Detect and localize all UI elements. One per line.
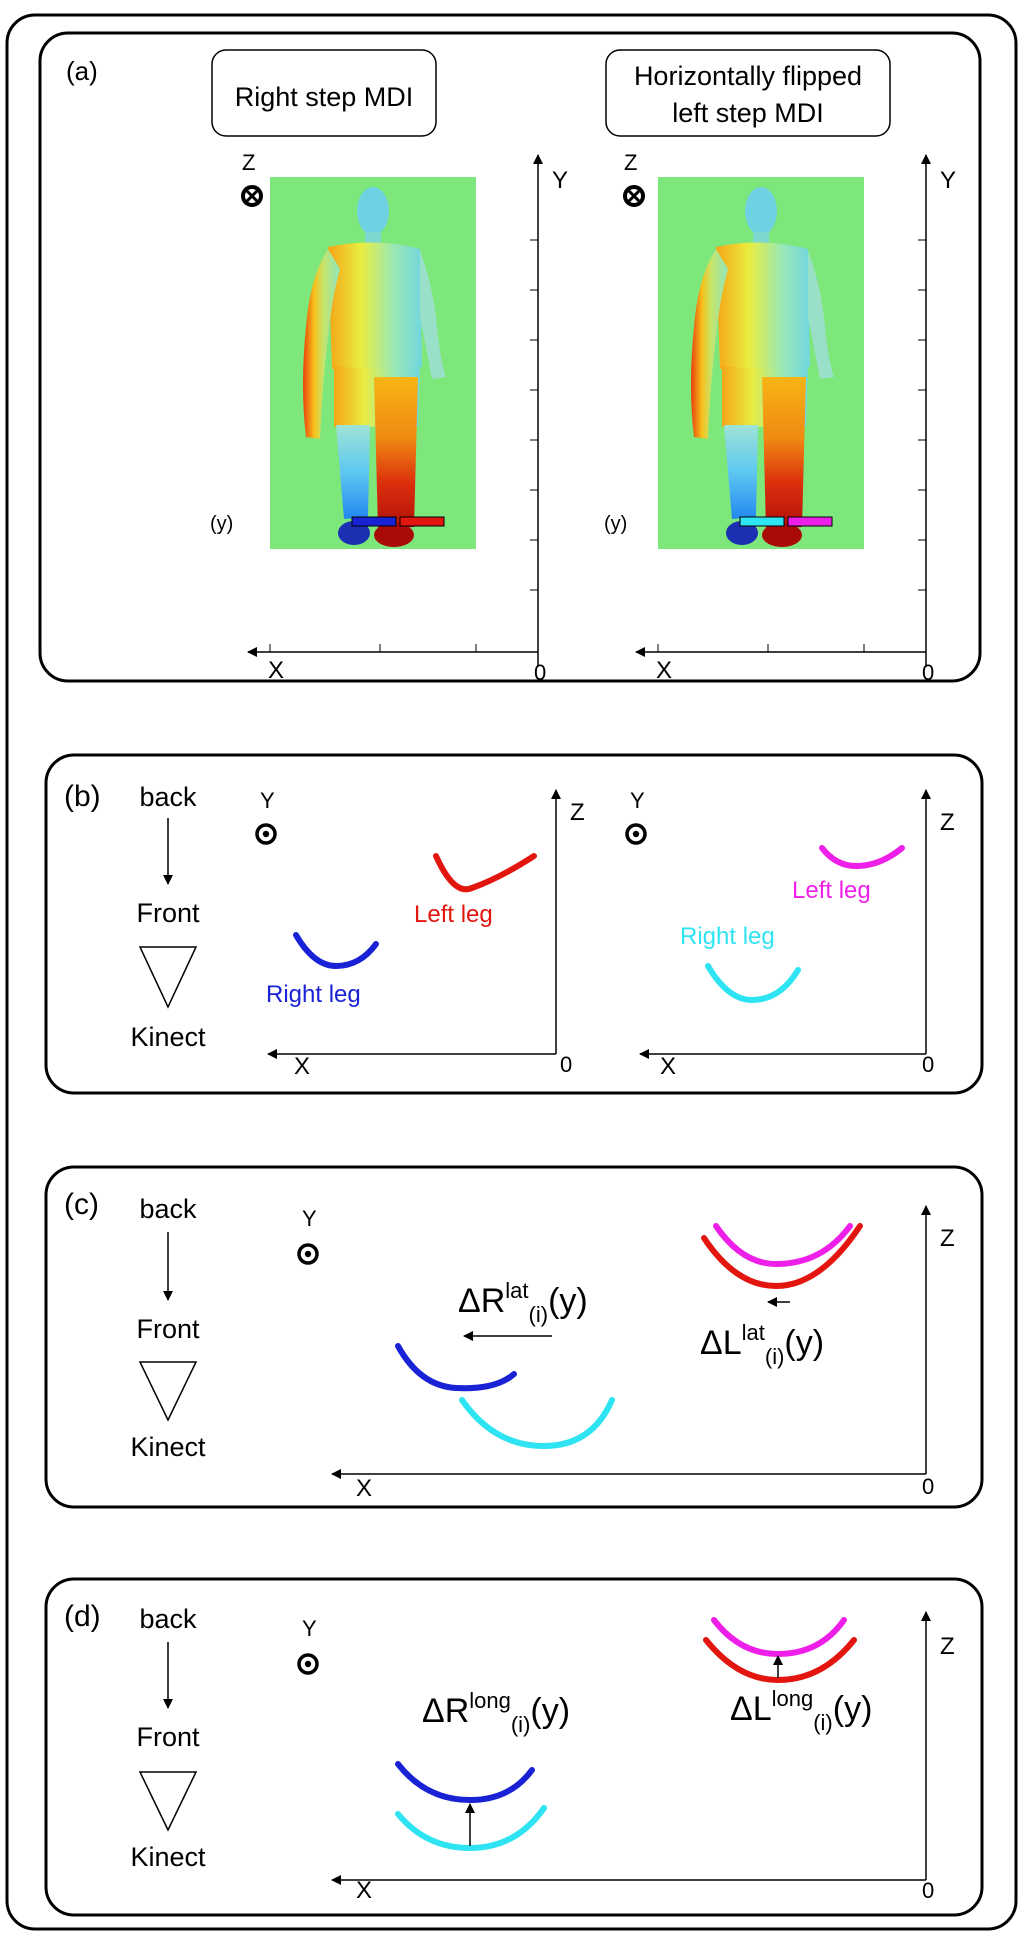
panel-d-x-label: X (356, 1877, 372, 1904)
right-leg-curve-blue (395, 1343, 517, 1392)
flipped-title-line1: Horizontally flipped (634, 61, 862, 91)
out-of-page-dot-icon (625, 823, 647, 845)
delta-r-lat-label: ΔRlat(i)(y) (458, 1278, 588, 1327)
out-of-page-dot-icon (297, 1653, 319, 1675)
left-mdi-y-ticks (530, 239, 538, 591)
panel-c-frame (44, 1165, 984, 1509)
left-leg-curve-red (433, 853, 537, 893)
left-mdi-row-marker: (y) (210, 513, 233, 535)
right-mdi-x-label: X (656, 657, 672, 684)
panel-c-label: (c) (64, 1188, 99, 1221)
kinect-triangle-icon (138, 946, 198, 1009)
into-page-cross-icon (623, 185, 645, 207)
panel-b-right-y-label: Y (630, 788, 645, 813)
flipped-left-leg-slice-marker (787, 516, 833, 527)
panel-b-front: Front (136, 898, 200, 928)
delta-r-long-label: ΔRlong(i)(y) (422, 1688, 570, 1737)
right-leg-curve-cyan (705, 963, 801, 1004)
into-page-cross-icon (241, 185, 263, 207)
right-step-title: Right step MDI (235, 82, 414, 112)
panel-a-label: (a) (66, 56, 98, 86)
left-mdi-x-ticks (269, 644, 477, 652)
left-leg-curve-red (701, 1223, 863, 1290)
right-leg-label-cyan: Right leg (680, 923, 775, 950)
left-leg-slice-marker (399, 516, 445, 527)
left-leg-label-magenta: Left leg (792, 877, 871, 904)
left-mdi-origin: 0 (534, 660, 546, 685)
right-mdi-y-label: Y (940, 167, 956, 194)
panel-b-left-z-label: Z (570, 799, 585, 826)
flipped-left-step-title-box (605, 49, 891, 137)
panel-d-origin: 0 (922, 1878, 934, 1903)
panel-c-y-label: Y (302, 1206, 317, 1231)
right-mdi-y-ticks (918, 239, 926, 591)
panel-d-label: (d) (64, 1600, 101, 1633)
delta-l-long-label: ΔLlong(i)(y) (730, 1686, 872, 1735)
right-mdi-z-label: Z (624, 150, 637, 175)
out-of-page-dot-icon (297, 1243, 319, 1265)
panel-c: (c) back Front Kinect Y Z X 0 ΔLlat(i)(y… (44, 1165, 984, 1509)
out-of-page-dot-icon (255, 823, 277, 845)
right-step-title-box (211, 49, 437, 137)
panel-b-kinect: Kinect (130, 1022, 206, 1052)
right-leg-label-blue: Right leg (266, 981, 361, 1008)
panel-b-right-x-label: X (660, 1053, 676, 1080)
right-leg-curve-blue (293, 932, 379, 970)
delta-l-lat-label: ΔLlat(i)(y) (700, 1320, 824, 1369)
flipped-left-step-mdi-image (658, 177, 864, 549)
panel-d-back: back (139, 1604, 197, 1634)
right-mdi-x-ticks (657, 644, 865, 652)
panel-b-right-z-label: Z (940, 809, 955, 836)
left-mdi-z-label: Z (242, 150, 255, 175)
panel-b-right-origin: 0 (922, 1052, 934, 1077)
flipped-right-leg-slice-marker (739, 516, 785, 527)
left-leg-curve-magenta (711, 1617, 847, 1658)
panel-b-frame (44, 753, 984, 1095)
right-leg-curve-cyan (459, 1397, 615, 1450)
panel-d-frame (44, 1577, 984, 1917)
panel-c-z-label: Z (940, 1225, 955, 1252)
right-mdi-origin: 0 (922, 660, 934, 685)
left-leg-label-red: Left leg (414, 901, 493, 928)
panel-b-left-origin: 0 (560, 1052, 572, 1077)
panel-a: (a) Right step MDI Horizontally flipped … (38, 31, 982, 685)
panel-d-front: Front (136, 1722, 200, 1752)
right-step-mdi-image (270, 177, 476, 549)
panel-b: (b) back Front Kinect Y Z X 0 Left leg R… (44, 753, 984, 1095)
panel-d-kinect: Kinect (130, 1842, 206, 1872)
panel-c-kinect: Kinect (130, 1432, 206, 1462)
left-leg-curve-magenta (819, 845, 905, 870)
right-mdi-row-marker: (y) (604, 513, 627, 535)
flipped-title-line2: left step MDI (672, 98, 824, 128)
panel-b-label: (b) (64, 780, 101, 813)
left-leg-curve-red (703, 1637, 857, 1684)
kinect-triangle-icon (138, 1771, 198, 1832)
panel-b-left-x-label: X (294, 1053, 310, 1080)
right-leg-curve-blue (395, 1761, 535, 1804)
panel-c-x-label: X (356, 1475, 372, 1502)
panel-d: (d) back Front Kinect Y Z X 0 ΔLlong(i)(… (44, 1577, 984, 1917)
panel-c-origin: 0 (922, 1474, 934, 1499)
panel-d-z-label: Z (940, 1633, 955, 1660)
left-mdi-y-label: Y (552, 167, 568, 194)
right-leg-slice-marker (351, 516, 397, 527)
panel-c-back: back (139, 1194, 197, 1224)
panel-d-y-label: Y (302, 1616, 317, 1641)
left-mdi-x-label: X (268, 657, 284, 684)
outer-frame (5, 13, 1018, 1931)
right-leg-curve-cyan (395, 1805, 547, 1852)
kinect-triangle-icon (138, 1361, 198, 1422)
panel-b-left-y-label: Y (260, 788, 275, 813)
left-leg-curve-magenta (713, 1223, 853, 1268)
panel-a-frame (38, 31, 982, 683)
panel-c-front: Front (136, 1314, 200, 1344)
panel-b-back: back (139, 782, 197, 812)
